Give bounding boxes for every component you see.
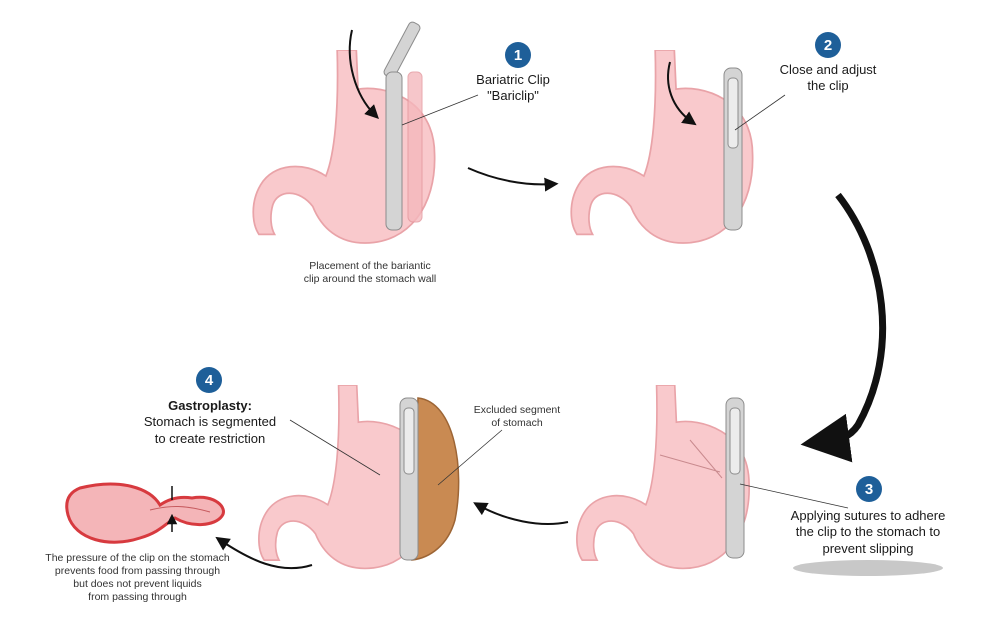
- step-2-label: Close and adjust the clip: [779, 62, 877, 94]
- restricted-stomach-illustration: [65, 482, 225, 544]
- step-4-label: Gastroplasty: Stomach is segmented to cr…: [143, 398, 277, 446]
- placement-caption: Placement of the bariantic clip around t…: [303, 260, 437, 286]
- clip-open-arm: [383, 21, 421, 79]
- stomach-step-2: [570, 50, 754, 244]
- step-2-badge: 2: [815, 32, 841, 58]
- step-1-label: Bariatric Clip "Bariclip": [476, 72, 550, 104]
- stomach-step-3: [575, 385, 943, 576]
- arrow-2-to-3: [800, 192, 887, 463]
- excluded-segment: [411, 397, 460, 561]
- arrow-4-to-restriction: [215, 536, 313, 570]
- step-1-badge: 1: [505, 42, 531, 68]
- stomach-step-4: [257, 385, 460, 570]
- step-3-label: Applying sutures to adhere the clip to t…: [790, 508, 946, 556]
- shadow: [793, 560, 943, 576]
- stomach-step-1: [252, 21, 436, 244]
- arrow-3-to-4: [473, 502, 569, 525]
- arrow-1-to-2: [467, 167, 559, 192]
- step-3-badge: 3: [856, 476, 882, 502]
- excluded-segment-caption: Excluded segment of stomach: [473, 404, 561, 430]
- pressure-caption: The pressure of the clip on the stomach …: [45, 552, 230, 604]
- step-4-badge: 4: [196, 367, 222, 393]
- clip-step-1: [385, 71, 403, 231]
